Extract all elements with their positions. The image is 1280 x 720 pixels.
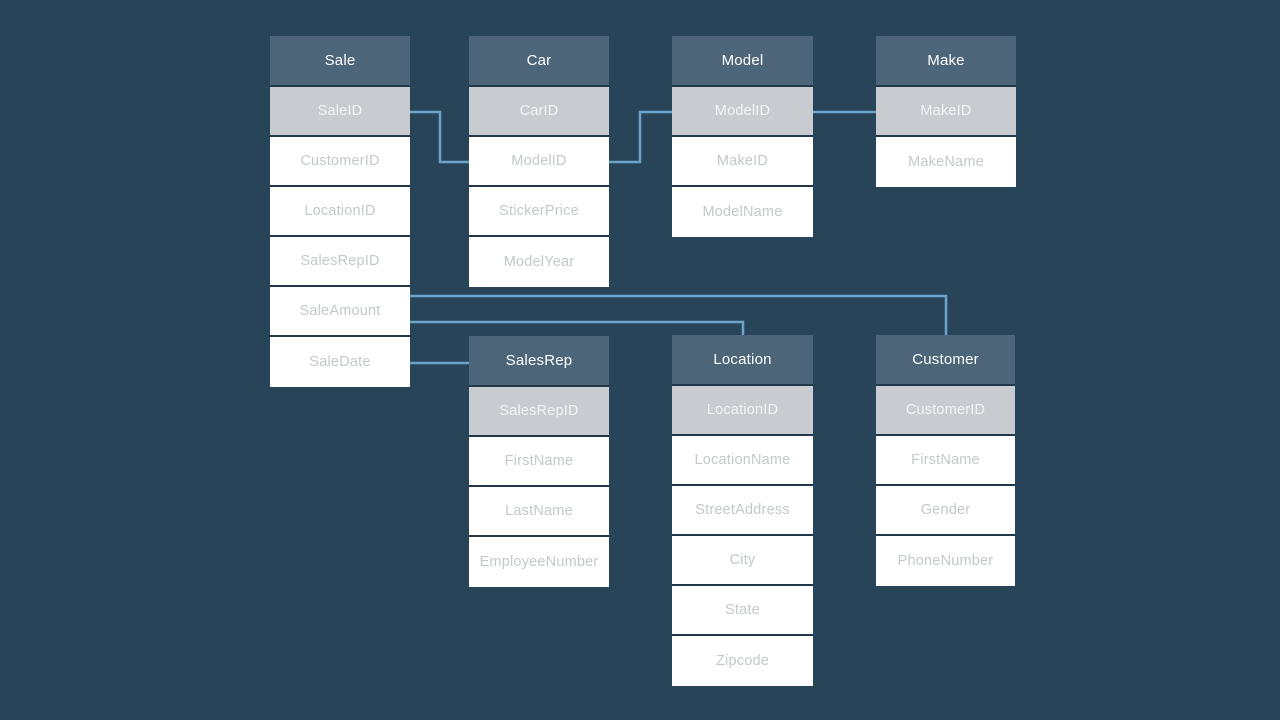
primary-key-field-model-modelid[interactable]: ModelID [672,87,813,137]
field-car-modelid[interactable]: ModelID [469,137,609,187]
entity-title-make: Make [876,36,1016,87]
field-location-city[interactable]: City [672,536,813,586]
primary-key-field-location-locationid[interactable]: LocationID [672,386,813,436]
entity-title-car: Car [469,36,609,87]
field-car-stickerprice[interactable]: StickerPrice [469,187,609,237]
entity-title-sale: Sale [270,36,410,87]
field-sale-saledate[interactable]: SaleDate [270,337,410,387]
field-location-zipcode[interactable]: Zipcode [672,636,813,686]
entity-title-customer: Customer [876,335,1015,386]
relationship-line-sale-customer [408,294,948,338]
field-salesrep-lastname[interactable]: LastName [469,487,609,537]
field-model-modelname[interactable]: ModelName [672,187,813,237]
field-customer-firstname[interactable]: FirstName [876,436,1015,486]
entity-title-location: Location [672,335,813,386]
field-sale-saleamount[interactable]: SaleAmount [270,287,410,337]
relationship-line-car-sale [408,110,472,164]
field-location-locationname[interactable]: LocationName [672,436,813,486]
field-location-state[interactable]: State [672,586,813,636]
primary-key-field-sale-saleid[interactable]: SaleID [270,87,410,137]
field-customer-gender[interactable]: Gender [876,486,1015,536]
field-model-makeid[interactable]: MakeID [672,137,813,187]
relationship-line-car-model [607,110,674,164]
field-car-modelyear[interactable]: ModelYear [469,237,609,287]
field-location-streetaddress[interactable]: StreetAddress [672,486,813,536]
field-make-makename[interactable]: MakeName [876,137,1016,187]
relationship-line-sale-location [408,320,745,338]
entity-title-model: Model [672,36,813,87]
primary-key-field-customer-customerid[interactable]: CustomerID [876,386,1015,436]
primary-key-field-salesrep-salesrepid[interactable]: SalesRepID [469,387,609,437]
field-salesrep-employeenumber[interactable]: EmployeeNumber [469,537,609,587]
entity-title-salesrep: SalesRep [469,336,609,387]
field-customer-phonenumber[interactable]: PhoneNumber [876,536,1015,586]
field-sale-customerid[interactable]: CustomerID [270,137,410,187]
primary-key-field-car-carid[interactable]: CarID [469,87,609,137]
field-salesrep-firstname[interactable]: FirstName [469,437,609,487]
primary-key-field-make-makeid[interactable]: MakeID [876,87,1016,137]
field-sale-salesrepid[interactable]: SalesRepID [270,237,410,287]
field-sale-locationid[interactable]: LocationID [270,187,410,237]
